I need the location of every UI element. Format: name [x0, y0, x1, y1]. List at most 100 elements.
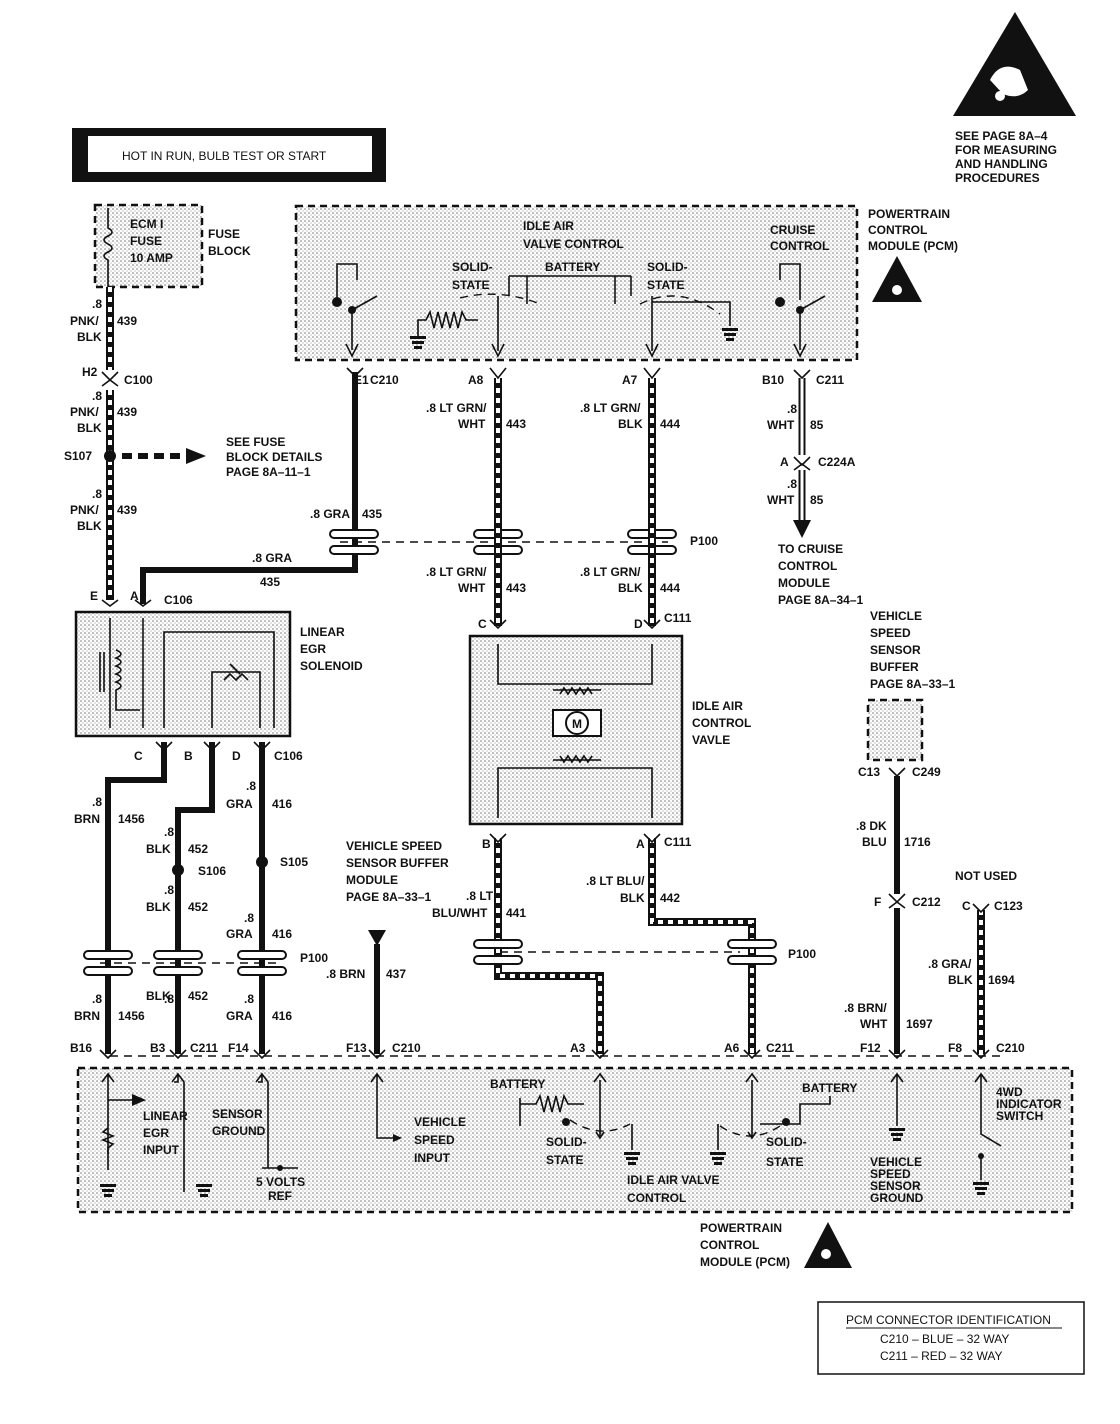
pcm-input-label: REF — [268, 1189, 292, 1203]
wire-label: .8 BRN/ — [844, 1001, 887, 1015]
pcm-input-label: LINEAR — [143, 1109, 188, 1123]
pin-label: E — [90, 589, 98, 603]
pin-label: F13 — [346, 1041, 367, 1055]
pcm-input-label: INPUT — [414, 1151, 451, 1165]
wire-439 — [101, 287, 119, 600]
circuit-number: 437 — [386, 967, 406, 981]
iac-label: IDLE AIR — [523, 219, 574, 233]
pcm-id-row: C211 – RED – 32 WAY — [880, 1349, 1003, 1363]
pcm-input-label: GROUND — [212, 1124, 266, 1138]
pcm-id-title: PCM CONNECTOR IDENTIFICATION — [846, 1313, 1051, 1327]
wire-label: .8 DK — [856, 819, 887, 833]
wire-label: .8 GRA — [310, 507, 350, 521]
pin-label: C13 — [858, 765, 880, 779]
iac-valve-label: CONTROL — [692, 716, 751, 730]
wire-label: .8 LT GRN/ — [426, 401, 487, 415]
pcm-input-label: SENSOR — [212, 1107, 263, 1121]
fuse-details-text: PAGE 8A–11–1 — [226, 465, 311, 479]
solid-state-label: STATE — [647, 278, 685, 292]
connector-label: P100 — [690, 534, 718, 548]
wire-gauge: .8 — [92, 389, 102, 403]
pin-label: C — [134, 749, 143, 763]
wire-color: BLK — [77, 421, 102, 435]
pin-label: A — [780, 455, 789, 469]
circuit-number: 442 — [660, 891, 680, 905]
wire-color: GRA — [226, 927, 253, 941]
4wd-switch-label: INDICATOR — [996, 1097, 1062, 1111]
connector-label: C106 — [164, 593, 193, 607]
pin-label: C — [962, 899, 971, 913]
cruise-label: CONTROL — [770, 239, 829, 253]
cruise-dest: MODULE — [778, 576, 830, 590]
pin-label: B3 — [150, 1041, 166, 1055]
pin-label: B — [482, 837, 491, 851]
circuit-number: 452 — [188, 842, 208, 856]
pin-label: B16 — [70, 1041, 92, 1055]
vss-module-label: PAGE 8A–33–1 — [346, 890, 431, 904]
circuit-number: 416 — [272, 1009, 292, 1023]
wire-label: .8 GRA/ — [928, 957, 972, 971]
wire-gauge: .8 — [92, 795, 102, 809]
circuit-number: 439 — [117, 314, 137, 328]
hot-box-label: HOT IN RUN, BULB TEST OR START — [122, 149, 327, 163]
wire-gauge: .8 — [787, 477, 797, 491]
not-used-label: NOT USED — [955, 869, 1017, 883]
fuse-details-text: BLOCK DETAILS — [226, 450, 322, 464]
pcm-input-label: VEHICLE — [414, 1115, 466, 1129]
pcm-label: CONTROL — [868, 223, 927, 237]
pin-label: A — [130, 589, 139, 603]
vss-ground-label: SPEED — [870, 1167, 911, 1181]
splice-label: S106 — [198, 864, 226, 878]
vss-module-label: MODULE — [346, 873, 398, 887]
p100-connector — [83, 950, 287, 976]
wire-color: WHT — [767, 418, 795, 432]
wire-label: .8 LT GRN/ — [426, 565, 487, 579]
circuit-number: 416 — [272, 797, 292, 811]
pin-label: A3 — [570, 1041, 586, 1055]
esd-note: SEE PAGE 8A–4 FOR MEASURING AND HANDLING… — [955, 129, 1057, 185]
connector-label: P100 — [300, 951, 328, 965]
wire-gauge: .8 — [244, 911, 254, 925]
esd-note-line: AND HANDLING — [955, 157, 1048, 171]
pcm-label: POWERTRAIN — [700, 1221, 782, 1235]
vss-module-label: SENSOR BUFFER — [346, 856, 449, 870]
pcm-label: CONTROL — [700, 1238, 759, 1252]
vss-buffer-box — [866, 698, 924, 762]
connector-label: C212 — [912, 895, 941, 909]
circuit-number: 444 — [660, 581, 680, 595]
pin-label: A7 — [622, 373, 638, 387]
connector-label: C111 — [664, 611, 692, 625]
pin-label: A — [636, 837, 645, 851]
wire-441 — [489, 833, 604, 1054]
solid-state-label: SOLID- — [452, 260, 493, 274]
pin-label: F14 — [228, 1041, 249, 1055]
pin-label: H2 — [82, 365, 98, 379]
wire-color: WHT — [767, 493, 795, 507]
vss-buffer-label: PAGE 8A–33–1 — [870, 677, 955, 691]
pcm-label: MODULE (PCM) — [868, 239, 958, 253]
wire-label: BLK — [618, 417, 643, 431]
connector-label: C211 — [190, 1041, 218, 1055]
battery-label: BATTERY — [545, 260, 600, 274]
wire-color: BLK — [77, 519, 102, 533]
4wd-switch-label: 4WD — [996, 1085, 1023, 1099]
vss-buffer-label: SENSOR — [870, 643, 921, 657]
bottom-pin-arrows — [99, 1049, 990, 1060]
wire-color: BLK — [146, 842, 171, 856]
circuit-number: 1697 — [906, 1017, 933, 1031]
vss-module-label: VEHICLE SPEED — [346, 839, 442, 853]
connector-label: C224A — [818, 455, 856, 469]
connector-label: C111 — [664, 835, 692, 849]
pcm-label: POWERTRAIN — [868, 207, 950, 221]
wire-85 — [793, 369, 811, 538]
pin-label: F — [874, 895, 881, 909]
pcm-bottom-box — [76, 1066, 1074, 1214]
pin-label: B — [184, 749, 193, 763]
pcm-input-label: EGR — [143, 1126, 169, 1140]
egr-label: SOLENOID — [300, 659, 363, 673]
esd-small-icon — [872, 256, 922, 302]
solid-state-label: STATE — [452, 278, 490, 292]
wire-443 — [489, 367, 507, 630]
vss-ground-label: SENSOR — [870, 1179, 921, 1193]
solid-state-label: SOLID- — [766, 1135, 807, 1149]
